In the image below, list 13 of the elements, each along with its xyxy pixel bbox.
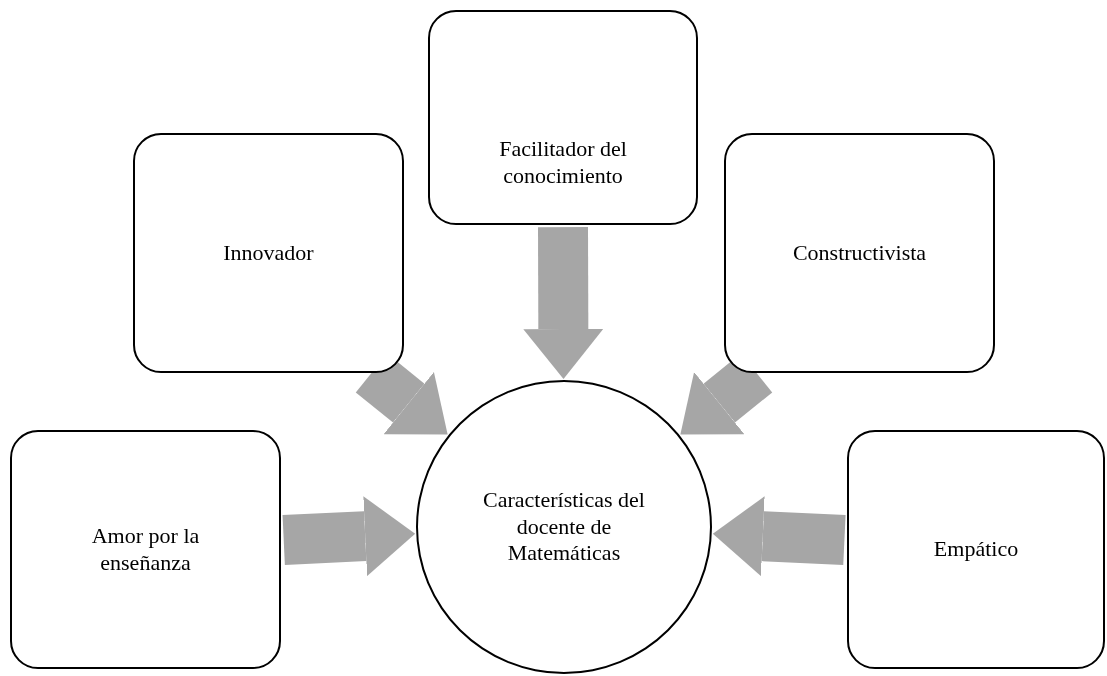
node-label: Amor por la enseñanza (90, 523, 201, 576)
rounded-box (428, 10, 698, 225)
node-label: Empático (932, 536, 1020, 563)
node-label: Facilitador del conocimiento (498, 136, 628, 189)
block-arrow (523, 227, 604, 379)
rounded-box (847, 430, 1105, 669)
node-label: Constructivista (791, 239, 928, 267)
node-label: Innovador (222, 239, 315, 267)
block-arrow (282, 496, 416, 577)
rounded-box (10, 430, 281, 669)
rounded-box (133, 133, 404, 373)
rounded-box (724, 133, 995, 373)
node-label: Características del docente de Matemáticas (482, 487, 646, 567)
